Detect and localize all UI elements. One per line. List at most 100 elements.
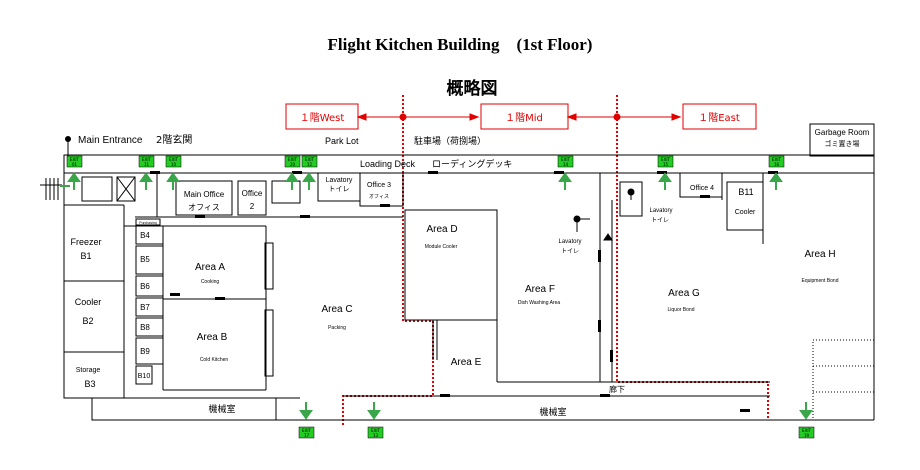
svg-text:01: 01	[72, 162, 78, 167]
exit-sign-11: EXIT 11	[138, 155, 155, 168]
garbage-room-label: Garbage Room	[815, 128, 870, 137]
b8-label: B8	[140, 323, 150, 332]
main-office-jp: オフィス	[188, 203, 220, 212]
area-a-sub: Cooking	[201, 279, 220, 285]
purchasing-label: Purchasing	[139, 221, 157, 225]
corridor-label: 廊下	[609, 384, 625, 394]
svg-text:EXIT: EXIT	[561, 157, 570, 162]
main-entrance-dot	[65, 136, 71, 142]
exit-sign-17: EXIT 17	[298, 426, 315, 439]
page-title: Flight Kitchen Building (1st Floor)	[327, 35, 593, 54]
area-c-label: Area C	[321, 304, 352, 315]
exit-arrow-down-icon	[299, 402, 813, 420]
b5-label: B5	[140, 255, 150, 264]
svg-text:EXIT: EXIT	[305, 157, 314, 162]
exit-sign-01: EXIT 01	[66, 155, 83, 168]
svg-text:15: 15	[663, 162, 669, 167]
freezer-b: B1	[80, 251, 91, 261]
svg-text:14: 14	[563, 162, 569, 167]
main-office-label: Main Office	[184, 190, 225, 199]
zone-west-label: １階West	[300, 112, 345, 124]
overview-label: 概略図	[447, 78, 498, 99]
machine-room1-label: 機械室	[208, 403, 235, 415]
svg-text:EXIT: EXIT	[288, 157, 297, 162]
svg-text:17: 17	[304, 433, 310, 438]
lavatory2-label: Lavatory	[558, 239, 581, 245]
zone-east-label: １階East	[698, 112, 740, 124]
svg-text:EXIT: EXIT	[142, 157, 151, 162]
exit-sign-14: EXIT 14	[557, 155, 574, 168]
b4-label: B4	[140, 231, 150, 240]
cooler2-label: Cooler	[75, 297, 102, 307]
building-walls	[63, 156, 875, 421]
b11-cooler: Cooler	[735, 209, 756, 216]
office4-label: Office 4	[690, 185, 714, 192]
svg-text:EXIT: EXIT	[371, 428, 380, 433]
svg-text:EXIT: EXIT	[802, 428, 811, 433]
area-h-sub: Equipment Bond	[802, 278, 839, 284]
storage-label: Storage	[76, 367, 101, 374]
cooler2-b: B2	[82, 316, 93, 326]
garbage-room	[809, 123, 875, 157]
office2-num: 2	[250, 202, 255, 211]
area-c-sub: Packing	[328, 325, 346, 331]
area-f-label: Area F	[525, 284, 555, 295]
area-d-label: Area D	[426, 224, 457, 235]
lavatory1-jp: トイレ	[329, 185, 350, 193]
area-g-label: Area G	[668, 288, 700, 299]
exit-sign-13: EXIT 13	[367, 426, 384, 439]
area-e-label: Area E	[451, 357, 482, 368]
area-f-sub: Dish Washing Area	[518, 300, 561, 306]
office2-label: Office	[242, 189, 263, 198]
area-g-sub: Liquor Bond	[668, 307, 695, 313]
svg-text:EXIT: EXIT	[302, 428, 311, 433]
zone-mid-box	[480, 103, 569, 130]
main-entrance-label: Main Entrance	[78, 135, 143, 146]
office3-label: Office 3	[367, 182, 391, 189]
park-lot-label: Park Lot	[325, 136, 359, 146]
zone-mid-label: １階Mid	[505, 112, 543, 124]
exit-sign-12: EXIT 12	[301, 155, 318, 168]
area-b-label: Area B	[197, 332, 228, 343]
svg-text:16: 16	[774, 162, 780, 167]
svg-text:12: 12	[307, 162, 313, 167]
svg-text:13: 13	[373, 433, 379, 438]
svg-text:EXIT: EXIT	[70, 157, 79, 162]
b7-label: B7	[140, 303, 150, 312]
loading-deck-jp: ローディングデッキ	[432, 158, 512, 170]
b10-label: B10	[138, 373, 151, 380]
park-lot-jp: 駐車場（荷捌場）	[414, 135, 486, 147]
area-d-sub: Module Cooler	[425, 244, 458, 250]
lavatory1-label: Lavatory	[326, 177, 353, 184]
svg-text:EXIT: EXIT	[661, 157, 670, 162]
exit-sign-16: EXIT 16	[768, 155, 785, 168]
zone-boundaries	[342, 95, 769, 425]
exit-sign-15: EXIT 15	[657, 155, 674, 168]
exit-sign-20: EXIT 20	[284, 155, 301, 168]
svg-text:EXIT: EXIT	[169, 157, 178, 162]
b6-label: B6	[140, 282, 150, 291]
area-a-label: Area A	[195, 262, 225, 273]
svg-text:19: 19	[804, 433, 810, 438]
entrance-steps	[40, 178, 62, 200]
loading-deck-label: Loading Deck	[360, 159, 416, 169]
garbage-room-jp: ゴミ置き場	[825, 139, 860, 148]
storage-b: B3	[84, 379, 95, 389]
office3-jp: オフィス	[369, 194, 389, 200]
area-b-sub: Cold Kitchen	[200, 357, 229, 363]
lavatory-symbols	[573, 188, 635, 241]
svg-text:10: 10	[171, 162, 177, 167]
b9-label: B9	[140, 347, 150, 356]
lavatory3-label: Lavatory	[649, 208, 672, 214]
lavatory3-jp: トイレ	[651, 217, 669, 224]
zone-east-box	[682, 103, 757, 130]
b11-label: B11	[738, 187, 753, 197]
lavatory2-jp: トイレ	[561, 248, 579, 255]
exit-arrow-up-icon	[67, 172, 783, 190]
freezer-label: Freezer	[70, 237, 101, 247]
exit-sign-19: EXIT 19	[798, 426, 815, 439]
svg-text:20: 20	[290, 162, 296, 167]
door-marks	[150, 171, 778, 412]
main-entrance-jp: 2階玄関	[156, 133, 192, 146]
